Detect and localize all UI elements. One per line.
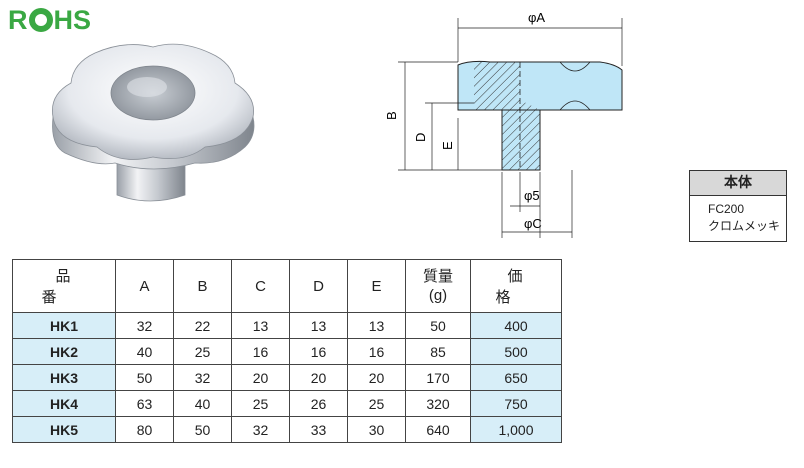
cell-A: 50 (115, 364, 174, 391)
header-weight: 質量 (g) (405, 259, 471, 313)
cell-D: 26 (289, 390, 348, 417)
header-part-no: 品番 (12, 259, 116, 313)
material-line-2: クロムメッキ (708, 219, 781, 233)
material-body: FC200 クロムメッキ (690, 196, 786, 241)
cell-weight: 170 (405, 364, 471, 391)
cell-weight: 85 (405, 338, 471, 365)
cell-price: 750 (470, 390, 562, 417)
header-C: C (231, 259, 290, 313)
label-phiA: φA (528, 10, 545, 25)
cell-D: 16 (289, 338, 348, 365)
cell-A: 63 (115, 390, 174, 417)
cell-E: 20 (347, 364, 406, 391)
label-phiC: φC (524, 216, 542, 231)
cell-A: 40 (115, 338, 174, 365)
cell-A: 80 (115, 416, 174, 443)
cell-E: 16 (347, 338, 406, 365)
cell-D: 20 (289, 364, 348, 391)
cell-C: 25 (231, 390, 290, 417)
cell-code: HK5 (12, 416, 116, 443)
label-E: E (440, 141, 455, 150)
cell-price: 400 (470, 312, 562, 339)
cell-C: 16 (231, 338, 290, 365)
material-line-1: FC200 (708, 202, 745, 216)
cell-B: 40 (173, 390, 232, 417)
cell-C: 32 (231, 416, 290, 443)
header-weight-line1: 質量 (422, 268, 453, 285)
cell-D: 33 (289, 416, 348, 443)
cell-price: 1,000 (470, 416, 562, 443)
material-box: 本体 FC200 クロムメッキ (689, 170, 787, 242)
cell-C: 20 (231, 364, 290, 391)
header-weight-line2: (g) (428, 287, 448, 304)
header-price: 価格 (470, 259, 562, 313)
cell-price: 650 (470, 364, 562, 391)
rohs-logo: R HS (8, 5, 91, 36)
cell-weight: 320 (405, 390, 471, 417)
cell-code: HK3 (12, 364, 116, 391)
cell-code: HK2 (12, 338, 116, 365)
cell-E: 13 (347, 312, 406, 339)
cell-E: 30 (347, 416, 406, 443)
spec-table: 品番 A B C D E 質量 (g) 価格 HK1 32 22 13 13 1… (12, 259, 562, 443)
cell-B: 32 (173, 364, 232, 391)
cell-weight: 50 (405, 312, 471, 339)
cell-C: 13 (231, 312, 290, 339)
table-header-row: 品番 A B C D E 質量 (g) 価格 (12, 259, 562, 313)
cell-A: 32 (115, 312, 174, 339)
label-D: D (413, 133, 428, 142)
rohs-logo-hs: HS (53, 5, 92, 35)
cell-E: 25 (347, 390, 406, 417)
hatched-section (474, 62, 540, 170)
cell-B: 25 (173, 338, 232, 365)
table-row: HK2 40 25 16 16 16 85 500 (12, 338, 562, 365)
cell-D: 13 (289, 312, 348, 339)
cell-code: HK4 (12, 390, 116, 417)
label-B: B (384, 111, 399, 120)
table-row: HK3 50 32 20 20 20 170 650 (12, 364, 562, 391)
header-E: E (347, 259, 406, 313)
cell-B: 22 (173, 312, 232, 339)
globe-icon (28, 8, 53, 32)
header-B: B (173, 259, 232, 313)
cell-code: HK1 (12, 312, 116, 339)
label-phi5: φ5 (524, 188, 540, 203)
table-row: HK5 80 50 32 33 30 640 1,000 (12, 416, 562, 443)
cell-weight: 640 (405, 416, 471, 443)
header-D: D (289, 259, 348, 313)
table-row: HK1 32 22 13 13 13 50 400 (12, 312, 562, 339)
product-photo (52, 43, 255, 202)
material-header: 本体 (690, 171, 786, 196)
dimension-drawing: φA B D E φ5 φC (384, 10, 623, 238)
cell-price: 500 (470, 338, 562, 365)
table-row: HK4 63 40 25 26 25 320 750 (12, 390, 562, 417)
rohs-logo-r: R (8, 5, 28, 35)
cell-B: 50 (173, 416, 232, 443)
header-A: A (115, 259, 174, 313)
